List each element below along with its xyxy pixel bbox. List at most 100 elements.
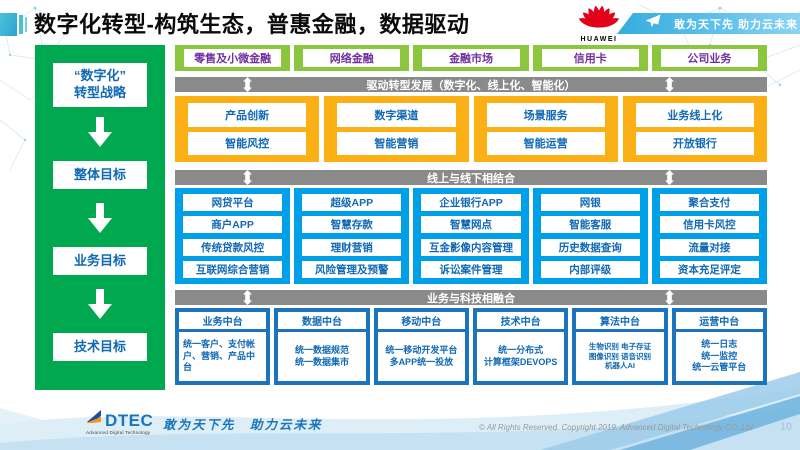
platform-column: 移动中台 统一移动开发平台 多APP统一投放 xyxy=(373,308,469,385)
sidebar-item-strategy: “数字化” 转型战略 xyxy=(53,63,147,107)
online-offline-cell: 智慧存款 xyxy=(302,216,402,234)
online-offline-cell: 聚合支付 xyxy=(659,194,760,211)
platform-body: 统一移动开发平台 多APP统一投放 xyxy=(377,332,465,381)
divider-label: 驱动转型发展（数字化、线上化、智能化） xyxy=(366,79,576,92)
divider-label: 业务与科技相融合 xyxy=(427,292,515,305)
dtec-logo-text: DTEC xyxy=(105,411,154,430)
platform-column: 运营中台 统一日志 统一监控 统一云管平台 xyxy=(671,308,767,385)
title-accent-bar-thin xyxy=(19,15,23,34)
online-offline-cell: 内部评级 xyxy=(540,260,640,278)
transformation-cell: 业务线上化 xyxy=(635,103,754,127)
online-offline-column: 企业银行APP 智慧网点 互金影像内容管理 诉讼案件管理 xyxy=(413,188,529,284)
huawei-logo-text: HUAWEI xyxy=(580,36,618,43)
platform-body: 统一数据规范 统一数据集市 xyxy=(278,332,366,381)
online-offline-cell: 理财营销 xyxy=(302,238,402,256)
transformation-section: 产品创新 智能风控 数字渠道 智能营销 场景服务 智能运营 业务线上化 开放银行 xyxy=(175,96,767,162)
business-line-strip: 零售及小微金融 xyxy=(175,45,291,71)
online-offline-cell: 互联网综合营销 xyxy=(183,260,283,278)
updown-arrow-icon xyxy=(665,290,674,305)
banner-slogan-text: 敢为天下先 助力云未来 xyxy=(674,18,799,31)
business-line-cell: 公司业务 xyxy=(660,49,759,67)
online-offline-cell: 智慧网点 xyxy=(421,216,521,234)
divider-business-tech: 业务与科技相融合 xyxy=(175,290,767,305)
huawei-logo: HUAWEI xyxy=(576,3,622,43)
down-arrow-icon xyxy=(88,203,112,238)
divider-label: 线上与线下相结合 xyxy=(427,172,515,185)
online-offline-section: 网贷平台 商户APP 传统贷款风控 互联网综合营销 超级APP 智慧存款 理财营… xyxy=(175,188,768,284)
platform-body: 统一分布式 计算框架DEVOPS xyxy=(476,332,565,381)
platform-title: 运营中台 xyxy=(675,312,763,329)
online-offline-cell: 风险管理及预警 xyxy=(302,260,402,278)
transformation-cell: 开放银行 xyxy=(635,131,754,155)
huawei-flower-icon xyxy=(577,5,621,34)
online-offline-cell: 流量对接 xyxy=(659,238,760,256)
online-offline-cell: 网贷平台 xyxy=(183,194,283,211)
online-offline-cell: 企业银行APP xyxy=(421,194,521,211)
paper-plane-icon xyxy=(645,14,661,33)
divider-transform-development: 驱动转型发展（数字化、线上化、智能化） xyxy=(175,77,767,92)
platform-column: 算法中台 生物识别 电子存证 图像识别 语音识别 机器人AI xyxy=(572,308,668,385)
transformation-strip: 数字渠道 智能营销 xyxy=(324,96,469,162)
transformation-cell: 智能营销 xyxy=(337,131,456,155)
sidebar-item-overall-goal: 整体目标 xyxy=(53,161,147,189)
updown-arrow-icon xyxy=(665,77,674,92)
platform-title: 技术中台 xyxy=(476,312,565,329)
slogan-banner: 敢为天下先 助力云未来 xyxy=(617,13,800,34)
online-offline-cell: 诉讼案件管理 xyxy=(421,260,521,278)
copyright-text: © All Rights Reserved. Copyright 2019. A… xyxy=(479,423,753,432)
platform-title: 数据中台 xyxy=(278,312,366,329)
online-offline-cell: 历史数据查询 xyxy=(540,238,640,256)
business-line-cell: 金融市场 xyxy=(422,49,520,67)
online-offline-cell: 网银 xyxy=(540,194,640,211)
platform-column: 业务中台 统一客户、支付帐户、营销、产品中台 xyxy=(175,308,271,385)
platform-column: 数据中台 统一数据规范 统一数据集市 xyxy=(274,308,370,385)
page-number: 10 xyxy=(779,421,792,433)
updown-arrow-icon xyxy=(243,77,252,92)
updown-arrow-icon xyxy=(243,290,252,305)
online-offline-cell: 信用卡风控 xyxy=(659,216,760,234)
business-line-strip: 信用卡 xyxy=(532,45,648,71)
platform-section: 业务中台 统一客户、支付帐户、营销、产品中台 数据中台 统一数据规范 统一数据集… xyxy=(175,308,767,385)
page-title: 数字化转型-构筑生态，普惠金融，数据驱动 xyxy=(34,12,470,37)
transformation-cell: 智能运营 xyxy=(486,131,605,155)
business-line-strip: 金融市场 xyxy=(413,45,529,71)
platform-body: 统一客户、支付帐户、营销、产品中台 xyxy=(179,332,267,381)
footer-slogan: 敢为天下先 助力云未来 xyxy=(163,418,323,432)
title-accent-bar xyxy=(0,13,17,36)
dtec-logo-subtext: Advanced Digital Technology xyxy=(86,430,151,435)
updown-arrow-icon xyxy=(243,170,252,185)
dtec-logo: DTEC Advanced Digital Technology xyxy=(86,409,153,435)
online-offline-column: 网银 智能客服 历史数据查询 内部评级 xyxy=(532,188,648,284)
title-accent-bar-thinner xyxy=(25,17,27,32)
online-offline-cell: 超级APP xyxy=(302,194,402,211)
platform-title: 算法中台 xyxy=(576,312,664,329)
platform-column: 技术中台 统一分布式 计算框架DEVOPS xyxy=(472,308,569,385)
business-line-cell: 网络金融 xyxy=(303,49,401,67)
platform-body: 统一日志 统一监控 统一云管平台 xyxy=(675,332,763,381)
transformation-cell: 数字渠道 xyxy=(337,103,456,127)
transformation-strip: 业务线上化 开放银行 xyxy=(622,96,767,162)
platform-title: 移动中台 xyxy=(377,312,465,329)
down-arrow-icon xyxy=(88,117,112,152)
business-line-cell: 零售及小微金融 xyxy=(184,49,282,67)
online-offline-cell: 互金影像内容管理 xyxy=(421,238,521,256)
transformation-strip: 场景服务 智能运营 xyxy=(473,96,618,162)
online-offline-column: 超级APP 智慧存款 理财营销 风险管理及预警 xyxy=(294,188,410,284)
business-line-strip: 网络金融 xyxy=(294,45,410,71)
sidebar-item-business-goal: 业务目标 xyxy=(53,247,147,275)
dtec-arrow-icon xyxy=(86,409,103,429)
online-offline-cell: 商户APP xyxy=(183,216,283,234)
business-line-strip: 公司业务 xyxy=(651,45,768,71)
transformation-cell: 智能风控 xyxy=(188,131,307,155)
business-line-cell: 信用卡 xyxy=(541,49,639,67)
business-lines-row: 零售及小微金融 网络金融 金融市场 信用卡 公司业务 xyxy=(175,45,768,71)
down-arrow-icon xyxy=(88,289,112,324)
divider-online-offline: 线上与线下相结合 xyxy=(175,170,767,185)
platform-body: 生物识别 电子存证 图像识别 语音识别 机器人AI xyxy=(576,332,664,381)
online-offline-cell: 智能客服 xyxy=(540,216,640,234)
online-offline-cell: 传统贷款风控 xyxy=(183,238,283,256)
main-diagram: 零售及小微金融 网络金融 金融市场 信用卡 公司业务 驱动转型发展（数字化、线上… xyxy=(175,45,768,385)
updown-arrow-icon xyxy=(665,170,674,185)
strategy-sidebar: “数字化” 转型战略 整体目标 业务目标 技术目标 xyxy=(35,45,165,390)
